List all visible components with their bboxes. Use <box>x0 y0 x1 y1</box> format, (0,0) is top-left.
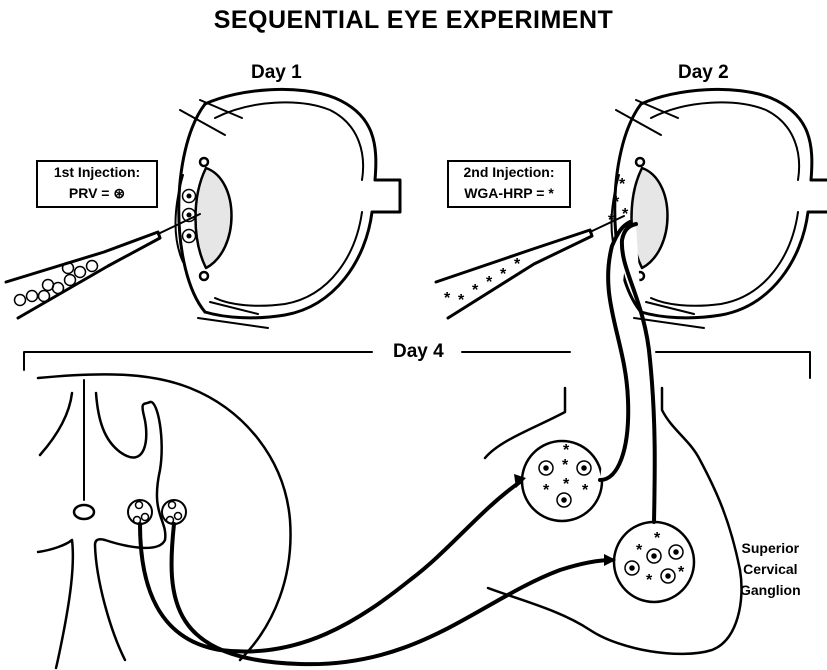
ganglion-label-line1: Superior <box>740 538 801 559</box>
asterisk-marker: * <box>543 482 549 500</box>
injection1-agent: PRV = <box>69 185 110 201</box>
asterisk-marker: * <box>458 292 464 310</box>
asterisk-marker: * <box>500 266 506 284</box>
injection1-title: 1st Injection: <box>38 162 156 183</box>
day1-eye <box>176 89 401 328</box>
asterisk-marker: * <box>563 476 569 494</box>
injection2-agent: WGA-HRP = <box>464 185 544 201</box>
asterisk-marker: * <box>636 542 642 560</box>
day4-label: Day 4 <box>389 341 448 363</box>
asterisk-marker: * <box>654 530 660 548</box>
injection1-box: 1st Injection: PRV = ⊛ <box>36 160 158 208</box>
injection1-agent-row: PRV = ⊛ <box>38 183 156 204</box>
asterisk-marker: * <box>678 564 684 582</box>
asterisk-marker: * <box>472 282 478 300</box>
asterisk-marker: * <box>486 274 492 292</box>
injection2-title: 2nd Injection: <box>449 162 569 183</box>
ganglion-label-line2: Cervical <box>740 559 801 580</box>
asterisk-marker: * <box>608 212 614 230</box>
asterisk-marker: * <box>646 572 652 590</box>
asterisk-marker: * <box>514 256 520 274</box>
day2-eye <box>612 89 827 328</box>
asterisk-marker: * <box>622 206 628 224</box>
asterisk-marker: * <box>444 290 450 308</box>
syringe-1 <box>6 214 200 318</box>
injection2-box: 2nd Injection: WGA-HRP = * <box>447 160 571 208</box>
asterisk-marker: * <box>562 457 568 475</box>
wga-hrp-symbol-icon: * <box>548 185 553 201</box>
asterisk-marker: * <box>613 194 619 212</box>
ganglion2-cells <box>625 545 683 583</box>
spinal-cord <box>38 374 291 668</box>
ganglion-label: Superior Cervical Ganglion <box>740 538 801 601</box>
ganglion-label-line3: Ganglion <box>740 580 801 601</box>
asterisk-marker: * <box>582 482 588 500</box>
injection2-agent-row: WGA-HRP = * <box>449 183 569 204</box>
prv-symbol-icon: ⊛ <box>113 185 125 201</box>
asterisk-marker: * <box>619 176 625 194</box>
